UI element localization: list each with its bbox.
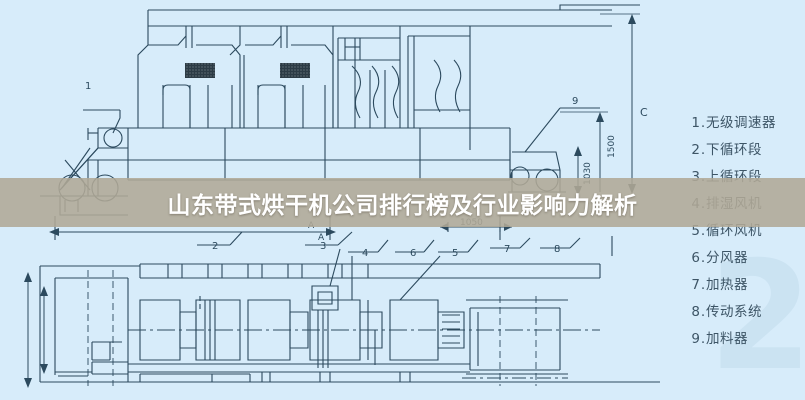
legend-item-number: 3 bbox=[691, 169, 700, 185]
legend-item-dot: . bbox=[700, 223, 706, 239]
callout-label-3: 3 bbox=[320, 241, 326, 252]
legend-item: 1 . 无级调速器 bbox=[684, 115, 802, 144]
legend-item-label: 循环风机 bbox=[706, 223, 762, 239]
dimension-label-1030: 1030 bbox=[583, 162, 593, 185]
callout-label-2: 2 bbox=[212, 241, 218, 252]
watermark: 2 bbox=[708, 230, 805, 400]
callout-label-9: 9 bbox=[572, 96, 578, 107]
dimension-label-c: C bbox=[640, 106, 648, 119]
callout-label-7: 7 bbox=[504, 244, 510, 255]
legend-item-number: 8 bbox=[691, 304, 700, 320]
legend-item-dot: . bbox=[700, 331, 706, 347]
legend-item: 2 . 下循环段 bbox=[684, 142, 802, 171]
legend-item-label: 加热器 bbox=[706, 277, 748, 293]
legend-item: 6 . 分风器 bbox=[684, 250, 802, 279]
dimension-label-a-lower: A bbox=[318, 233, 325, 243]
legend-item-label: 分风器 bbox=[706, 250, 748, 266]
callout-label-4: 4 bbox=[362, 248, 368, 259]
callout-label-5: 5 bbox=[452, 248, 458, 259]
legend-item-number: 5 bbox=[691, 223, 700, 239]
legend-item: 7 . 加热器 bbox=[684, 277, 802, 306]
legend-item-number: 6 bbox=[691, 250, 700, 266]
legend-item-number: 2 bbox=[691, 142, 700, 158]
legend-item: 9 . 加料器 bbox=[684, 331, 802, 360]
legend-item-dot: . bbox=[700, 142, 706, 158]
legend-item-label: 传动系统 bbox=[706, 304, 762, 320]
dimension-label-1500: 1500 bbox=[607, 135, 617, 158]
legend-item-number: 9 bbox=[691, 331, 700, 347]
legend-item-dot: . bbox=[700, 304, 706, 320]
legend-item: 5 . 循环风机 bbox=[684, 223, 802, 252]
legend-item-label: 下循环段 bbox=[706, 142, 762, 158]
legend-item-label: 加料器 bbox=[706, 331, 748, 347]
callout-label-8: 8 bbox=[554, 244, 560, 255]
legend-item-dot: . bbox=[700, 169, 706, 185]
legend-item-number: 7 bbox=[691, 277, 700, 293]
legend-item-dot: . bbox=[700, 115, 706, 131]
legend-item-dot: . bbox=[700, 250, 706, 266]
callout-label-1: 1 bbox=[85, 81, 91, 92]
legend-item-number: 1 bbox=[691, 115, 700, 131]
legend-item-label: 无级调速器 bbox=[706, 115, 776, 131]
legend-list: 1 . 无级调速器 2 . 下循环段 3 . 上循环段 4 . 排湿风机 5 .… bbox=[684, 115, 802, 360]
page-title: 山东带式烘干机公司排行榜及行业影响力解析 bbox=[167, 192, 638, 219]
legend-item-dot: . bbox=[700, 277, 706, 293]
legend-item: 8 . 传动系统 bbox=[684, 304, 802, 333]
callout-label-6: 6 bbox=[410, 248, 416, 259]
title-banner-background bbox=[0, 178, 805, 227]
